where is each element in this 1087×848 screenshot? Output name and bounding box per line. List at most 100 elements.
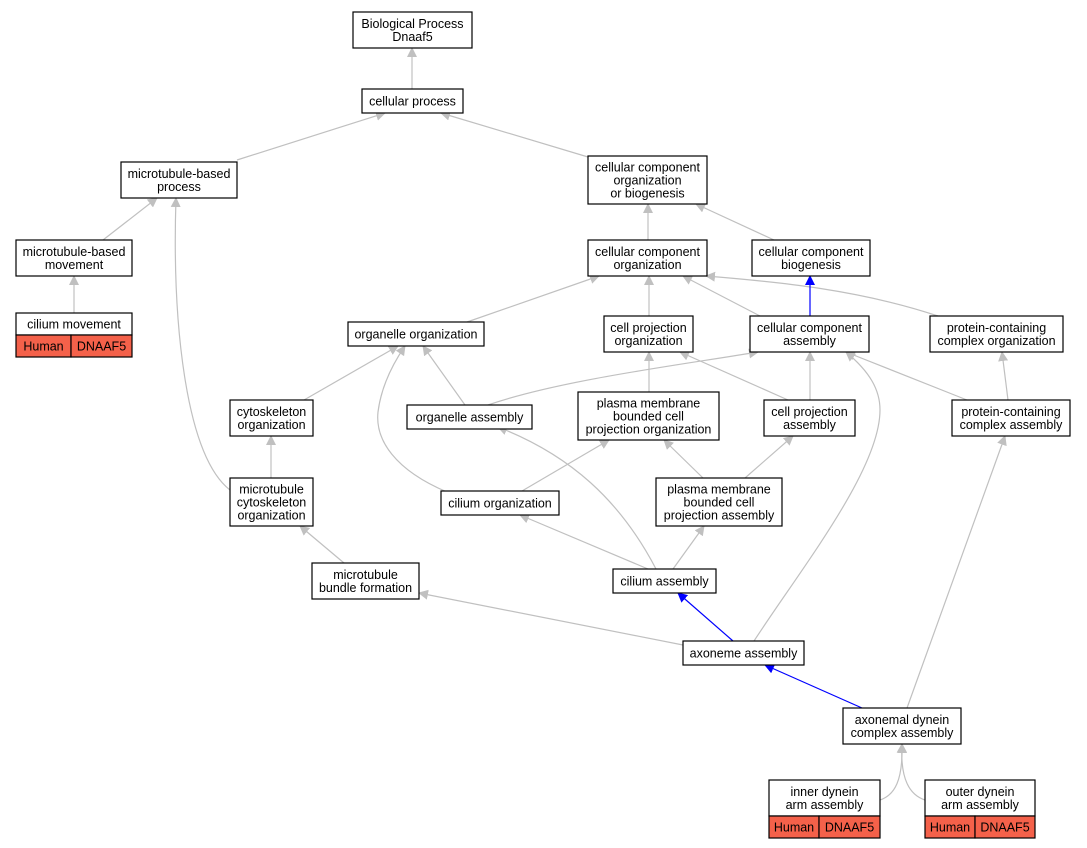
node-box xyxy=(951,399,1071,437)
node-box xyxy=(15,239,133,277)
gene-label: DNAAF5 xyxy=(825,821,874,835)
gene-label: DNAAF5 xyxy=(77,340,126,354)
node-label-line: microtubule-based xyxy=(128,167,231,181)
node-label-line: arm assembly xyxy=(941,798,1020,812)
node-label-line: organization xyxy=(237,418,305,432)
node-box xyxy=(229,399,314,437)
node-ciliumorg[interactable]: cilium organization xyxy=(440,490,560,516)
node-label-line: cilium organization xyxy=(448,497,552,511)
node-label-line: complex organization xyxy=(937,334,1055,348)
node-box xyxy=(440,490,560,516)
node-label-line: complex assembly xyxy=(960,418,1064,432)
node-box xyxy=(655,477,783,527)
node-label-line: protein-containing xyxy=(947,321,1046,335)
edge-ciliumorg-to-oo xyxy=(377,345,448,493)
node-label-line: bundle formation xyxy=(319,581,412,595)
edges-layer xyxy=(69,47,1009,801)
node-label-line: organelle assembly xyxy=(416,411,524,425)
node-axa[interactable]: axoneme assembly xyxy=(682,640,805,666)
node-box xyxy=(682,640,805,666)
node-label-line: axonemal dynein xyxy=(855,713,950,727)
node-box xyxy=(577,391,720,441)
gene-cell xyxy=(818,815,881,839)
node-box xyxy=(768,779,881,817)
node-box xyxy=(924,779,1036,817)
edge-adca-to-pcca xyxy=(906,435,1007,709)
node-oo[interactable]: organelle organization xyxy=(347,321,485,347)
node-label-line: cellular component xyxy=(757,321,862,335)
edge-pmbcpa-to-cpa xyxy=(744,435,794,479)
node-box xyxy=(311,562,420,600)
node-box xyxy=(587,155,708,205)
edge-axa-to-cca xyxy=(753,351,881,642)
edge-ccob-to-cp xyxy=(440,110,589,158)
edge-odaa-to-adca xyxy=(896,743,926,801)
node-label-line: cytoskeleton xyxy=(237,496,307,510)
edge-cpa-to-cpo xyxy=(679,351,789,401)
edge-co-to-oo xyxy=(303,345,399,401)
node-box xyxy=(229,477,314,527)
node-label-line: complex assembly xyxy=(851,726,955,740)
gene-cell xyxy=(70,334,133,358)
node-box xyxy=(603,315,694,353)
node-cp[interactable]: cellular process xyxy=(361,88,464,114)
node-box xyxy=(361,88,464,114)
node-label-line: Biological Process xyxy=(361,17,463,31)
node-label-line: cilium assembly xyxy=(620,575,709,589)
node-label-line: assembly xyxy=(783,418,837,432)
node-box xyxy=(406,404,533,430)
edge-ciliumasm-to-oa xyxy=(497,425,657,570)
node-oa[interactable]: organelle assembly xyxy=(406,404,533,430)
node-box xyxy=(751,239,871,277)
node-label-line: outer dynein xyxy=(946,785,1015,799)
node-label-line: cell projection xyxy=(771,405,847,419)
node-box xyxy=(120,161,238,199)
node-label-line: cellular component xyxy=(595,245,700,259)
edge-mbp-to-cp xyxy=(236,110,386,161)
node-ciliumasm[interactable]: cilium assembly xyxy=(612,568,717,594)
edge-ciliumorg-to-pmbcpo xyxy=(521,439,610,492)
node-label-line: cell projection xyxy=(610,321,686,335)
edge-mco-to-mbp xyxy=(170,197,231,491)
node-label-line: process xyxy=(157,180,201,194)
node-box xyxy=(612,568,717,594)
species-label: Human xyxy=(23,340,63,354)
edge-ciliumasm-to-pmbcpa xyxy=(672,525,705,570)
node-box xyxy=(587,239,708,277)
node-label-line: cellular process xyxy=(369,95,456,109)
node-label-line: cellular component xyxy=(595,161,700,175)
node-box xyxy=(763,399,856,437)
node-label-line: organelle organization xyxy=(354,328,477,342)
node-label-line: arm assembly xyxy=(786,798,865,812)
node-box xyxy=(352,11,473,49)
node-label-line: Dnaaf5 xyxy=(392,30,432,44)
node-label-line: bounded cell xyxy=(684,496,755,510)
edge-mbm-to-mbp xyxy=(102,197,158,241)
gene-label: DNAAF5 xyxy=(980,821,1029,835)
edge-cca-to-cco xyxy=(682,275,761,317)
species-label: Human xyxy=(930,821,970,835)
edge-oa-to-oo xyxy=(422,345,466,406)
edge-pcca-to-cca xyxy=(845,350,968,401)
